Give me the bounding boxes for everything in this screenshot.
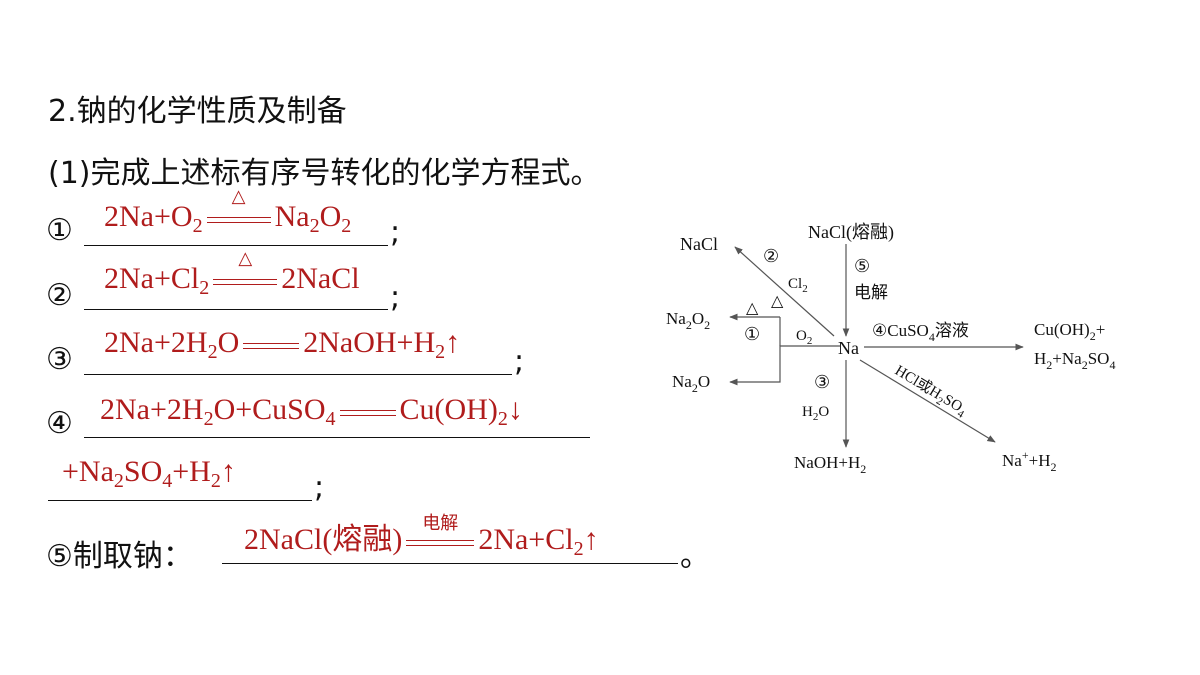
item-4-equation-cont: +Na2SO4+H2↑ <box>62 455 236 492</box>
bracket-na-to-oxides <box>729 345 840 386</box>
item-3-mark: ③ <box>46 342 73 377</box>
item-4-mark: ④ <box>46 406 73 441</box>
task-instruction: (1)完成上述标有序号转化的化学方程式。 <box>48 156 601 191</box>
label-heat-a: △ <box>771 293 784 310</box>
item-3-blank <box>84 374 512 375</box>
item-2-blank <box>84 309 388 310</box>
label-step2: ② <box>763 246 779 266</box>
item-4-blank <box>84 437 590 438</box>
label-step5: ⑤ <box>854 256 870 276</box>
label-nacl: NaCl <box>680 234 718 254</box>
label-na2o: Na2O <box>672 372 710 395</box>
label-na2o2: Na2O2 <box>666 309 710 332</box>
label-center-na: Na <box>838 338 859 358</box>
label-step1: ① <box>744 324 760 344</box>
item-5-end: 。 <box>680 539 710 574</box>
item-4-blank-cont <box>48 500 312 501</box>
item-1-equation: 2Na+O2△Na2O2 <box>104 186 352 237</box>
item-4-end: ; <box>314 470 325 505</box>
label-cl2: Cl2 <box>788 276 808 295</box>
arrow-na-to-nacl <box>734 246 835 337</box>
label-step4-cuso4: ④CuSO4溶液 <box>872 321 969 344</box>
section-title: 2.钠的化学性质及制备 <box>48 94 347 129</box>
label-o2: O2 <box>796 328 812 347</box>
label-step3: ③ <box>814 372 830 392</box>
item-1-end: ; <box>390 215 401 250</box>
item-2-mark: ② <box>46 278 73 313</box>
label-dianjie: 电解 <box>854 283 888 302</box>
item-1-mark: ① <box>46 213 73 248</box>
item-5-mark: ⑤制取钠： <box>46 539 193 574</box>
item-3-end: ; <box>514 344 525 379</box>
item-2-equation: 2Na+Cl2△2NaCl <box>104 248 360 299</box>
sodium-reaction-diagram: Na NaCl NaCl(熔融) ⑤ 电解 ② Cl2 △ △ ① O2 Na2… <box>666 222 1115 476</box>
item-5-blank <box>222 563 678 564</box>
label-hcl-h2so4: HCl或H2SO4 <box>890 362 970 421</box>
label-nacl-melt: NaCl(熔融) <box>808 222 894 243</box>
label-naplus-h2: Na++H2 <box>1002 448 1056 474</box>
label-h2o: H2O <box>802 404 829 423</box>
arrow-na-to-naplus <box>859 359 996 443</box>
label-h2-na2so4: H2+Na2SO4 <box>1034 349 1115 372</box>
item-1-blank <box>84 245 388 246</box>
label-heat-b: △ <box>746 300 759 317</box>
label-cuoh2: Cu(OH)2+ <box>1034 320 1105 343</box>
item-2-end: ; <box>390 280 401 315</box>
label-naoh-h2: NaOH+H2 <box>794 453 866 476</box>
